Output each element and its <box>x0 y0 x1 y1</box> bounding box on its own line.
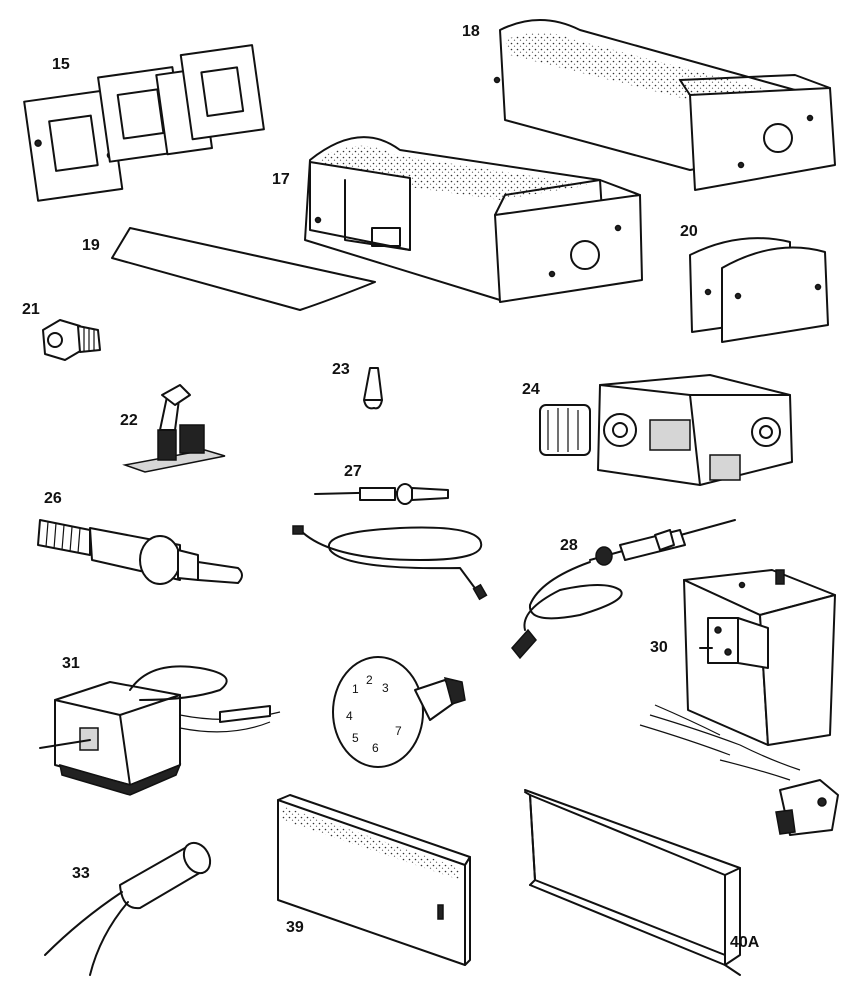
part-label: 20 <box>680 223 698 240</box>
part-24-gas-valve <box>539 374 793 486</box>
part-label: 22 <box>120 412 138 429</box>
part-15-gasket-set <box>23 44 265 202</box>
part-label: 17 <box>272 171 290 188</box>
part-40A-filter-panel <box>524 789 741 976</box>
knob-number: 4 <box>346 709 353 723</box>
knob-number: 7 <box>395 724 402 738</box>
part-21-injector-fitting <box>42 319 101 361</box>
knob-number: 2 <box>366 673 373 687</box>
part-22-switch <box>122 384 226 473</box>
part-33-capacitor <box>44 841 212 976</box>
part-label: 27 <box>344 463 362 480</box>
part-label: 33 <box>72 865 90 882</box>
part-label: 21 <box>22 301 40 318</box>
part-label: 30 <box>650 639 668 656</box>
part-23-pin <box>363 367 383 410</box>
part-18-burner-box <box>493 19 836 191</box>
knob-number: 5 <box>352 731 359 745</box>
knob-number: 6 <box>372 741 379 755</box>
part-31-thermostat <box>39 665 281 796</box>
part-label: 19 <box>82 237 100 254</box>
part-28-thermocouple <box>511 519 736 660</box>
part-26-shaft <box>37 519 243 585</box>
part-label: 31 <box>62 655 80 672</box>
knob-number: 3 <box>382 681 389 695</box>
part-label: 15 <box>52 56 70 73</box>
part-19-curved-sheet <box>111 227 376 311</box>
part-label: 23 <box>332 361 350 378</box>
part-label: 40A <box>730 934 760 951</box>
part-label: 26 <box>44 490 62 507</box>
control-knob: 1 2 3 4 5 6 7 <box>332 656 466 768</box>
part-label: 18 <box>462 23 480 40</box>
part-39-panel <box>277 794 471 966</box>
part-27-thermocouple <box>292 483 488 601</box>
knob-number: 1 <box>352 682 359 696</box>
part-20-end-plates <box>689 237 829 343</box>
part-17-burner-box <box>304 136 643 303</box>
part-30-control-box <box>639 569 839 836</box>
part-label: 28 <box>560 537 578 554</box>
part-label: 39 <box>286 919 304 936</box>
part-label: 24 <box>522 381 540 398</box>
